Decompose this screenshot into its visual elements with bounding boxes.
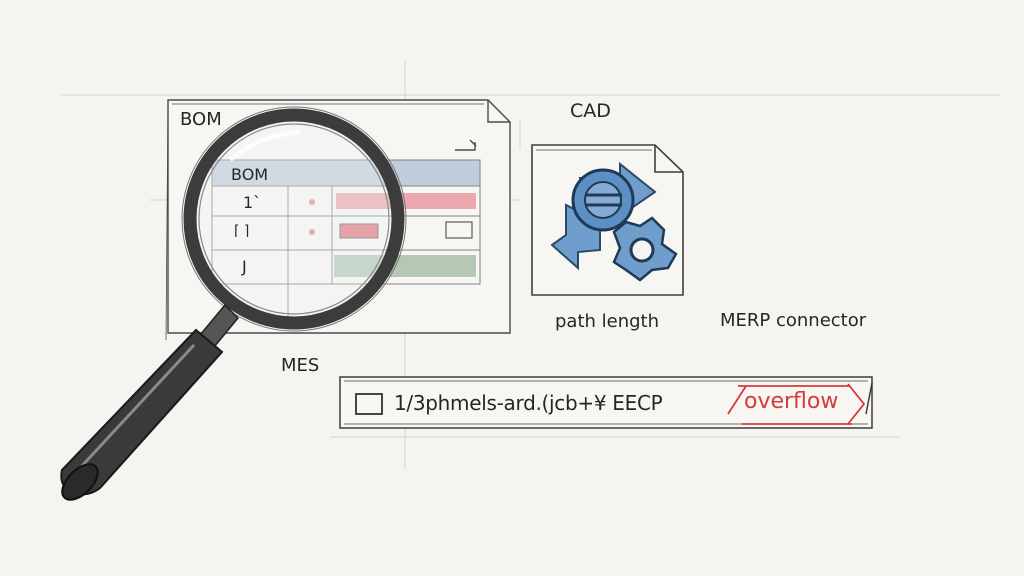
bom-row-2: ⌈ ⌉ [234, 223, 250, 239]
gears-and-arrows-icon [550, 161, 678, 282]
bom-row-3: J [242, 257, 247, 276]
path-text: 1/3phmels-ard.(jcb+¥ EECP [394, 391, 663, 415]
bom-table-header: BOM [231, 165, 269, 184]
mes-label: MES [281, 355, 320, 376]
cad-caption: path length [555, 311, 660, 332]
magnifying-glass-icon [60, 106, 407, 501]
overflow-marker [727, 382, 873, 425]
overflow-label: overflow [744, 389, 839, 414]
bom-table [211, 159, 481, 320]
cell-box [445, 221, 473, 239]
checkbox-icon [355, 393, 383, 415]
red-highlight-cell [336, 193, 476, 209]
bom-document-title: BOM [180, 109, 222, 130]
red-cell-box [339, 223, 379, 239]
merp-connector-label: MERP connector [720, 310, 867, 331]
green-highlight-cell [334, 255, 476, 277]
bom-row-1: 1` [243, 193, 262, 212]
cad-document-title: CAD [570, 100, 611, 122]
